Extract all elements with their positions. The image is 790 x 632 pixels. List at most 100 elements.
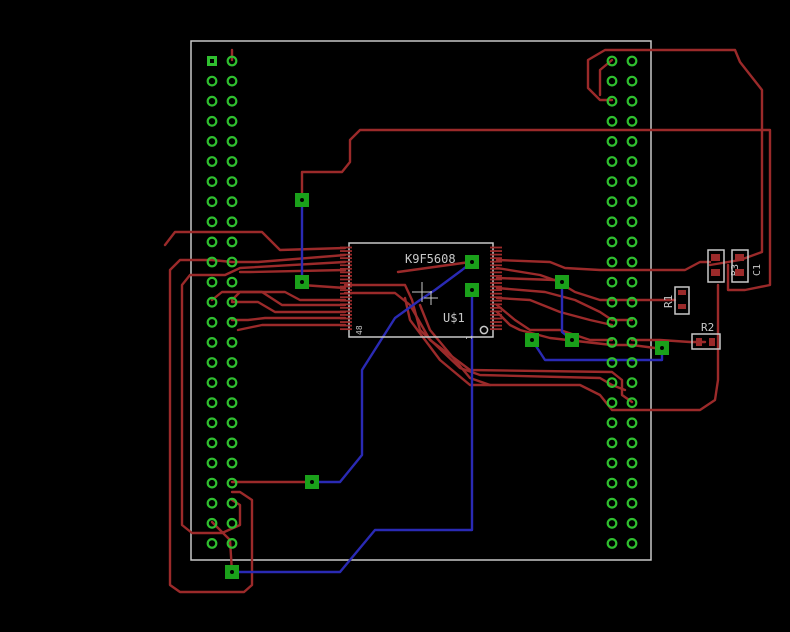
- header-right-pin: [606, 397, 618, 409]
- c1-body: [731, 249, 749, 283]
- header-left-pin: [226, 377, 238, 389]
- header-left-pin: [206, 437, 218, 449]
- header-right-pin: [626, 517, 638, 529]
- header-right-pin: [626, 156, 638, 167]
- r3-body: [707, 249, 725, 283]
- via: [525, 333, 539, 347]
- header-left-pin: [206, 75, 218, 87]
- header-right-pin: [606, 497, 618, 509]
- header-right: [606, 55, 638, 549]
- header-right-pin: [626, 276, 638, 288]
- header-left-pin: [206, 316, 218, 328]
- r2-label: R2: [701, 321, 714, 334]
- header-right-pin: [626, 95, 638, 107]
- via-hole: [470, 288, 474, 292]
- header-right-pin: [606, 316, 618, 328]
- chip-u1[interactable]: K9F5608 U$1 48 1: [340, 242, 502, 340]
- header-right-pin: [606, 337, 618, 348]
- header-right-pin: [626, 337, 638, 348]
- header-left-pin: [206, 538, 218, 549]
- r1-pad-bottom: [678, 304, 686, 309]
- r3-pad-bottom: [711, 269, 720, 276]
- header-right-pin: [606, 256, 618, 268]
- via: [295, 275, 309, 289]
- header-right-pin: [606, 538, 618, 549]
- chip-pin1-marker: [479, 325, 489, 335]
- header-left-pin: [226, 437, 238, 449]
- chip-pins-right: [490, 246, 502, 331]
- header-left-pin: [206, 95, 218, 107]
- resistor-r1[interactable]: R1: [662, 286, 690, 315]
- header-left-pin: [206, 457, 218, 469]
- header-left-pin: [226, 477, 238, 489]
- header-right-pin: [626, 357, 638, 368]
- header-right-pin: [626, 216, 638, 228]
- vias: [225, 193, 669, 579]
- header-left-pin: [206, 276, 218, 288]
- header-right-pin: [626, 377, 638, 389]
- header-left-pin: [226, 397, 238, 409]
- r2-pad-right: [709, 338, 715, 346]
- header-right-pin: [626, 437, 638, 449]
- header-right-pin: [626, 135, 638, 147]
- via: [305, 475, 319, 489]
- header-left-pin: [206, 296, 218, 308]
- chip-pins-left: [340, 246, 352, 331]
- header-right-pin: [606, 236, 618, 248]
- header-right-pin: [626, 477, 638, 489]
- header-right-pin: [626, 316, 638, 328]
- header-right-pin: [626, 55, 638, 67]
- header-right-pin: [626, 417, 638, 429]
- header-left-pin: [226, 216, 238, 228]
- r1-pad-top: [678, 290, 686, 295]
- header-left-pin: [226, 55, 238, 67]
- c1-pad-bottom: [735, 269, 744, 276]
- header-left-pin: [226, 135, 238, 147]
- via-hole: [470, 260, 474, 264]
- r3-pad-top: [711, 254, 720, 261]
- header-left-pin: [206, 357, 218, 368]
- header-left-pin: [206, 337, 218, 348]
- capacitor-c1[interactable]: C1: [731, 249, 763, 283]
- r2-body: [691, 333, 721, 350]
- resistor-r2[interactable]: R2: [691, 321, 721, 350]
- header-left-pin: [206, 477, 218, 489]
- header-right-pin: [606, 216, 618, 228]
- header-right-pin: [606, 115, 618, 127]
- header-right-pin: [606, 477, 618, 489]
- header-left-pin: [206, 417, 218, 429]
- origin-cross-icon: [412, 282, 438, 305]
- header-left-pin: [226, 115, 238, 127]
- header-right-pin: [606, 517, 618, 529]
- header-right-pin: [626, 296, 638, 308]
- c1-pad-top: [735, 254, 744, 261]
- header-right-pin: [626, 196, 638, 208]
- r1-body: [674, 286, 690, 315]
- via: [565, 333, 579, 347]
- chip-pin-1-label: 1: [465, 335, 474, 340]
- via-hole: [530, 338, 534, 342]
- header-right-pin: [626, 538, 638, 549]
- header-right-pin: [606, 437, 618, 449]
- header-right-pin: [606, 75, 618, 87]
- header-left-pin: [226, 276, 238, 288]
- r2-pad-left: [696, 338, 702, 346]
- header-right-pin: [606, 296, 618, 308]
- via-hole: [570, 338, 574, 342]
- header-left-pin: [226, 357, 238, 368]
- header-left-pin-hole: [210, 59, 214, 63]
- header-left-pin: [226, 497, 238, 509]
- header-right-pin: [626, 176, 638, 188]
- via: [465, 255, 479, 269]
- header-right-pin: [606, 377, 618, 389]
- header-left-pin: [206, 216, 218, 228]
- chip-part-label: K9F5608: [405, 252, 456, 266]
- chip-pin-48-label: 48: [355, 325, 364, 335]
- header-left-pin: [226, 538, 238, 549]
- header-right-pin: [606, 276, 618, 288]
- header-left-pin: [206, 377, 218, 389]
- header-right-pin: [606, 357, 618, 368]
- c1-label: C1: [752, 264, 763, 276]
- via: [555, 275, 569, 289]
